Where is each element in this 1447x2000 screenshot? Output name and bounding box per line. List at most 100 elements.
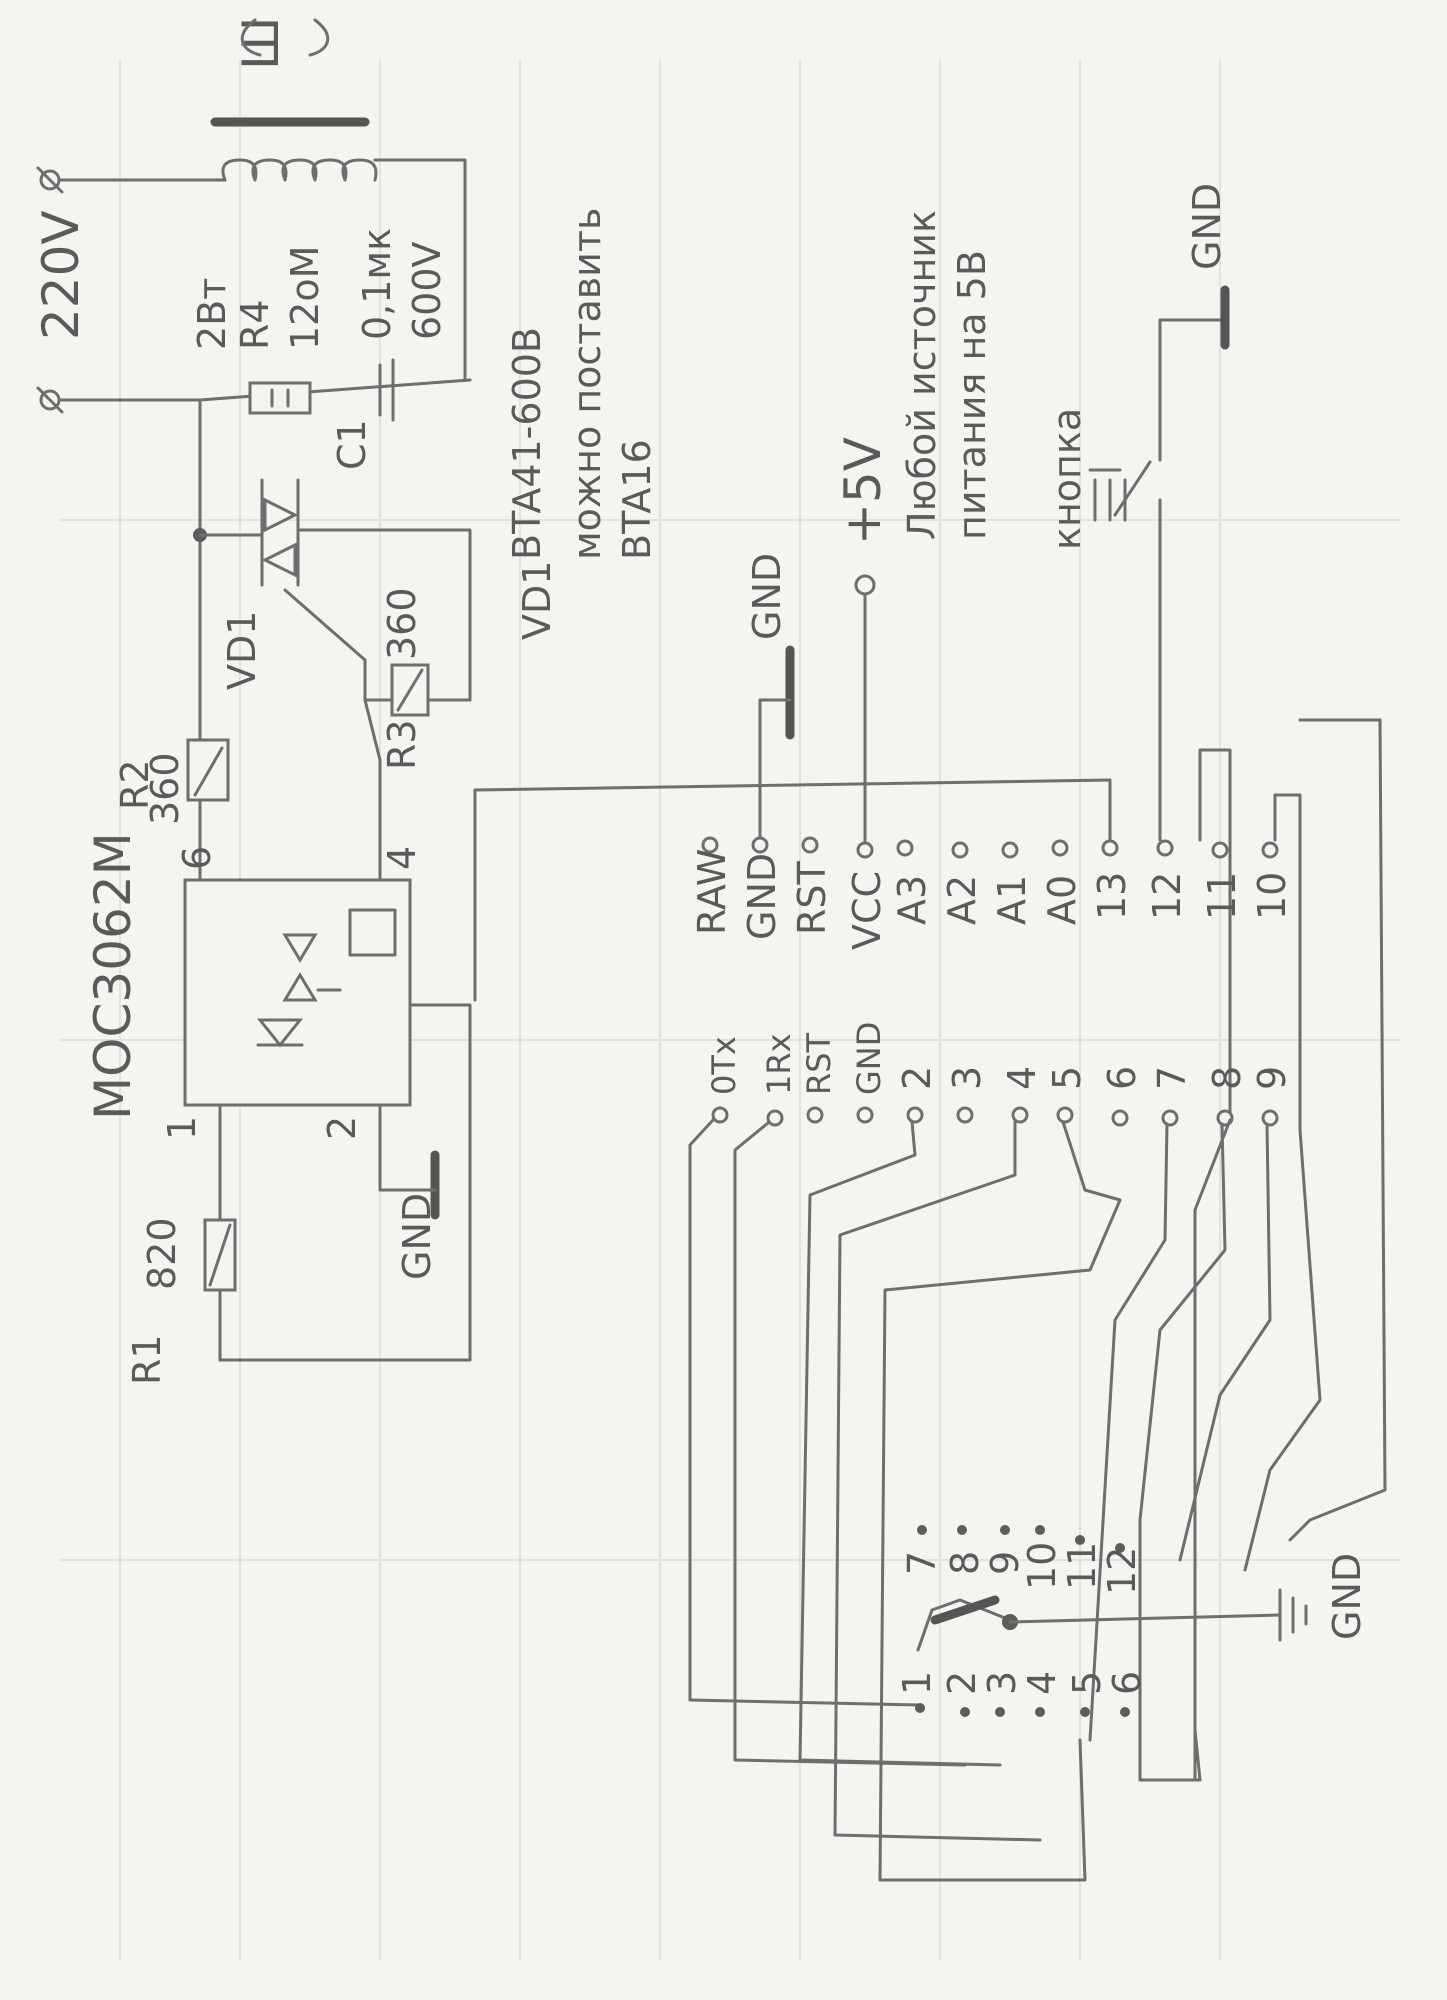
transformer: Ш: [57, 17, 467, 382]
pin-6[interactable]: [1111, 1109, 1129, 1127]
button-gnd-label: GND: [1185, 183, 1229, 270]
optocoupler-pin-6: 6: [175, 846, 219, 870]
r4-power-label: 2Вт: [190, 278, 234, 350]
connector-pin-9-label: 9: [983, 1551, 1027, 1575]
supply-terminal: [854, 574, 876, 596]
pin-5[interactable]: [1056, 1106, 1074, 1124]
supply-note-line1: Любой источник: [900, 210, 944, 540]
transformer-symbol: Ш: [232, 17, 290, 70]
connector-pin-2[interactable]: [960, 1707, 970, 1717]
pin-0tx[interactable]: [711, 1106, 729, 1124]
connector-pin-4-label: 4: [1020, 1671, 1064, 1695]
connector-pin-3-label: 3: [980, 1671, 1024, 1695]
board: RAW GND RST VCC A3 A2 A1 A0 13 12 11 10: [473, 748, 1302, 1132]
triac-note-alt-part: BTA16: [615, 439, 659, 560]
pin-9-label: 9: [1250, 1066, 1294, 1090]
r2-ref-label: R2: [113, 759, 157, 810]
triac-note-alt-text: можно поставить: [565, 208, 609, 560]
connector-pin-1-label: 1: [895, 1671, 939, 1695]
pin-7[interactable]: [1161, 1109, 1179, 1127]
board-right-pins: RAW GND RST VCC A3 A2 A1 A0 13 12 11 10: [690, 836, 1294, 950]
pin-rst-right-label: RST: [790, 860, 834, 935]
pin-rst-right[interactable]: [801, 836, 819, 854]
pin-6-label: 6: [1100, 1066, 1144, 1090]
triac-vd1: VD1: [193, 398, 472, 762]
pin-12-label: 12: [1145, 872, 1189, 920]
pin-3-label: 3: [945, 1066, 989, 1090]
pin-a3[interactable]: [896, 839, 914, 857]
supply-note-line2: питания на 5В: [950, 250, 994, 540]
pin-gnd-left-label: GND: [850, 1022, 888, 1095]
connector-pin-10-label: 10: [1020, 1542, 1064, 1590]
connector-pin-5-label: 5: [1065, 1671, 1109, 1695]
pin-vcc[interactable]: [856, 841, 874, 859]
r2-value-label: 360: [143, 752, 187, 825]
r4-value-label: 12оМ: [283, 246, 327, 350]
pin-a1[interactable]: [1001, 841, 1019, 859]
connector-pin-11-label: 11: [1060, 1542, 1104, 1590]
connector-pin-7-label: 7: [900, 1551, 944, 1575]
pin-3[interactable]: [956, 1106, 974, 1124]
resistor-r1-group: R1 820: [125, 1138, 237, 1385]
optocoupler-moc3062m: MOC3062M 1 2 6 4 GND: [84, 698, 472, 1362]
c1-ref-label: C1: [330, 419, 374, 470]
c1-voltage-label: 600V: [405, 241, 449, 340]
connector-pin-7[interactable]: [917, 1525, 927, 1535]
pin-2[interactable]: [906, 1106, 924, 1124]
pin-13[interactable]: [1101, 839, 1119, 857]
pin-rst-left-label: RST: [800, 1032, 838, 1095]
r4-c1-branch: 2Вт R4 12оМ C1 0,1мк 600V: [57, 228, 472, 470]
r3-value-label: 360: [380, 587, 424, 660]
optocoupler-part-label: MOC3062M: [84, 832, 142, 1120]
pin-5-label: 5: [1045, 1066, 1089, 1090]
connector-pin-9[interactable]: [1000, 1525, 1010, 1535]
triac-note-ref: VD1: [515, 561, 559, 640]
pin-1rx[interactable]: [766, 1109, 784, 1127]
pin-raw-label: RAW: [690, 849, 734, 935]
optocoupler-pin-2: 2: [320, 1116, 364, 1140]
r4-ref-label: R4: [233, 299, 277, 350]
pin-a1-label: A1: [990, 875, 1034, 925]
pin-a2[interactable]: [951, 841, 969, 859]
r1-ref-label: R1: [125, 1334, 169, 1385]
pin-2-label: 2: [895, 1066, 939, 1090]
pin-10[interactable]: [1261, 841, 1279, 859]
connector-pin-1[interactable]: [915, 1703, 925, 1713]
pin-12[interactable]: [1156, 839, 1174, 857]
pin-13-label: 13: [1090, 872, 1134, 920]
pin-11-label: 11: [1200, 872, 1244, 920]
pin-rst-left[interactable]: [806, 1106, 824, 1124]
connector-pin-4[interactable]: [1035, 1707, 1045, 1717]
pin-0tx-label: 0Tx: [705, 1036, 743, 1095]
pin-9[interactable]: [1261, 1109, 1279, 1127]
pin-gnd-right[interactable]: [751, 836, 769, 854]
optocoupler-pin-1: 1: [160, 1116, 204, 1140]
pin-4[interactable]: [1011, 1106, 1029, 1124]
connector-pin-12[interactable]: [1115, 1543, 1125, 1553]
supply-voltage-label: +5V: [834, 437, 892, 545]
connector-pin-6[interactable]: [1120, 1707, 1130, 1717]
optocoupler-pin-4: 4: [380, 846, 424, 870]
connector-pin-5[interactable]: [1080, 1707, 1090, 1717]
pin-raw[interactable]: [701, 836, 719, 854]
pin-4-label: 4: [1000, 1066, 1044, 1090]
connector-pin-10[interactable]: [1035, 1525, 1045, 1535]
pin-a3-label: A3: [890, 875, 934, 925]
board-gnd-top-label: GND: [745, 553, 789, 640]
button-label: кнопка: [1045, 408, 1089, 550]
connector-pin-6-label: 6: [1105, 1671, 1149, 1695]
pin-gnd-left[interactable]: [856, 1106, 874, 1124]
pin-11[interactable]: [1211, 841, 1229, 859]
connector-pin-11[interactable]: [1075, 1535, 1085, 1545]
pin-a0[interactable]: [1051, 839, 1069, 857]
board-left-pins: 0Tx 1Rx RST GND 2 3 4 5 6 7 8 9: [705, 1022, 1294, 1127]
optocoupler-gnd-label: GND: [395, 1193, 439, 1280]
connector-pin-8[interactable]: [957, 1525, 967, 1535]
vd1-ref-label: VD1: [220, 611, 264, 690]
pin-a2-label: A2: [940, 875, 984, 925]
resistors-r2-r3: R2 360 R3 360: [113, 587, 472, 842]
connector-pin-3[interactable]: [995, 1707, 1005, 1717]
button-switch[interactable]: кнопка GND: [1045, 183, 1230, 842]
connector-pin-8-label: 8: [943, 1551, 987, 1575]
